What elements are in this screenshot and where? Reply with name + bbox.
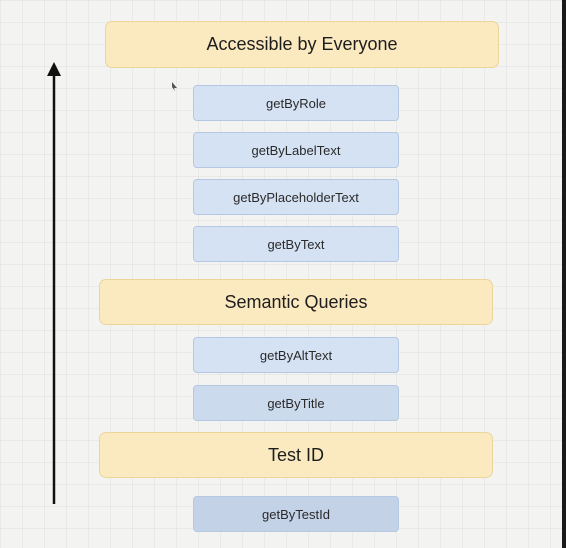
query-get-by-title: getByTitle: [193, 385, 399, 421]
query-get-by-test-id: getByTestId: [193, 496, 399, 532]
query-get-by-placeholder-text: getByPlaceholderText: [193, 179, 399, 215]
mouse-cursor-icon: [172, 82, 177, 91]
frame-edge: [562, 0, 566, 548]
up-arrow-icon: [47, 62, 61, 504]
category-accessible-by-everyone: Accessible by Everyone: [105, 21, 499, 68]
query-get-by-label-text: getByLabelText: [193, 132, 399, 168]
query-get-by-role: getByRole: [193, 85, 399, 121]
category-test-id: Test ID: [99, 432, 493, 478]
category-semantic-queries: Semantic Queries: [99, 279, 493, 325]
query-get-by-alt-text: getByAltText: [193, 337, 399, 373]
query-get-by-text: getByText: [193, 226, 399, 262]
